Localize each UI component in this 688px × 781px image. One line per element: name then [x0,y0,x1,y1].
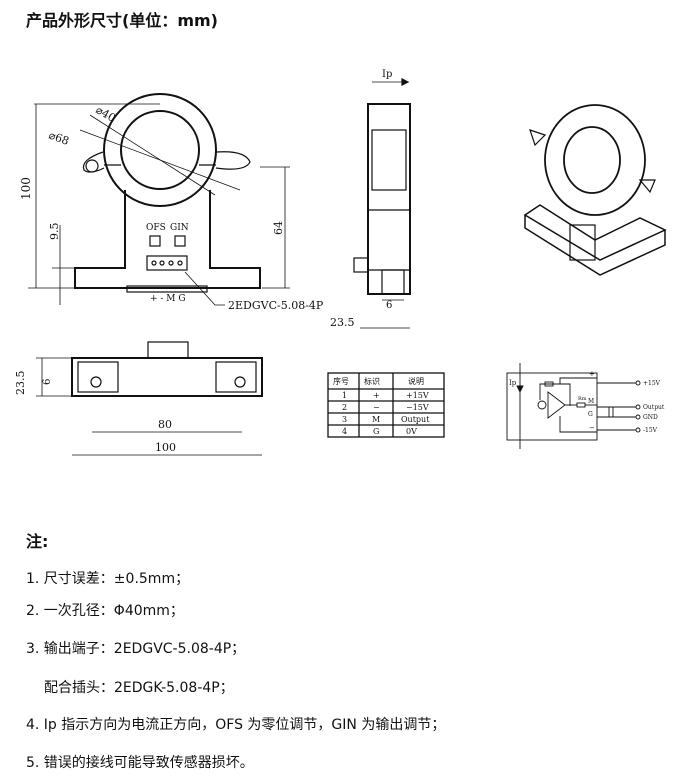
table-cell: M [372,415,380,424]
gin-potentiometer [174,235,186,247]
table-header: 标识 [364,376,380,386]
table-cell: 0V [406,427,417,436]
table-cell: 1 [342,391,347,400]
notes-section: 注: 1. 尺寸误差：±0.5mm； 2. 一次孔径：Φ40mm； 3. 输出端… [26,528,445,771]
table-cell: −15V [406,403,429,412]
section-title: 产品外形尺寸(单位：mm) [26,11,218,30]
note-item: 5. 错误的接线可能导致传感器损坏。 [26,755,254,771]
isometric-view [523,104,667,276]
bottom-dim-6: 6 [42,379,53,385]
circuit-minus: − [589,424,595,432]
table-cell: Output [401,415,430,424]
dimension-drawings: ⌀68 ⌀40 100 9.5 64 OFS GIN + - M G 2EDGV… [14,69,667,456]
ip-direction-label: Ip [382,69,392,80]
dim-64-label: 64 [272,221,285,235]
gin-label: GIN [170,223,189,233]
table-cell: − [373,403,380,412]
side-dim-23-5: 23.5 [330,316,355,329]
note-item: 1. 尺寸误差：±0.5mm； [26,571,190,587]
note-item: 配合插头：2EDGK-5.08-4P； [44,680,234,696]
circuit-plus: + [589,370,595,378]
note-item: 4. Ip 指示方向为电流正方向，OFS 为零位调节，GIN 为输出调节； [26,717,446,733]
table-cell: 4 [342,427,347,436]
table-cell: + [373,391,380,400]
note-item: 3. 输出端子：2EDGVC-5.08-4P； [26,641,246,657]
note-item: 2. 一次孔径：Φ40mm； [26,603,184,619]
base-dim-label: 9.5 [48,223,61,241]
table-cell: G [373,427,379,436]
circuit-ip-label: Ip [509,379,517,387]
table-cell: +15V [406,391,429,400]
bottom-view: 23.5 6 80 100 [14,341,263,456]
pin-labels: + - M G [150,294,186,304]
terminal-label: +15V [643,380,661,387]
circuit-g: G [588,411,593,418]
table-header: 序号 [333,376,349,386]
rm-label: Rm [578,396,587,402]
outer-diameter-label: ⌀68 [47,129,71,148]
height-dim-label: 100 [19,177,33,200]
bottom-dim-100: 100 [155,441,176,454]
connector-label: 2EDGVC-5.08-4P [228,299,324,312]
table-cell: 2 [342,403,347,412]
circuit-diagram: Ip Rm + M G − +15V Output GND -15V [506,363,665,449]
ofs-label: OFS [146,223,166,233]
notes-heading: 注: [26,532,49,551]
circuit-m: M [588,398,594,405]
terminal-label: Output [643,404,665,411]
bottom-dim-23-5: 23.5 [14,371,27,396]
connector [146,255,188,271]
bottom-dim-80: 80 [158,418,172,431]
terminal-label: -15V [643,427,658,434]
terminal-label: GND [643,414,658,421]
front-view: ⌀68 ⌀40 100 9.5 64 OFS GIN + - M G 2EDGV… [19,93,324,312]
side-dim-6: 6 [386,300,392,311]
pin-table: 序号 标识 说明 1 + +15V 2 − −15V 3 M Output 4 … [327,372,445,438]
ofs-potentiometer [149,235,161,247]
inner-diameter-label: ⌀40 [94,103,118,125]
table-cell: 3 [342,415,347,424]
table-header: 说明 [408,376,424,386]
side-view: Ip 6 23.5 [330,69,411,329]
